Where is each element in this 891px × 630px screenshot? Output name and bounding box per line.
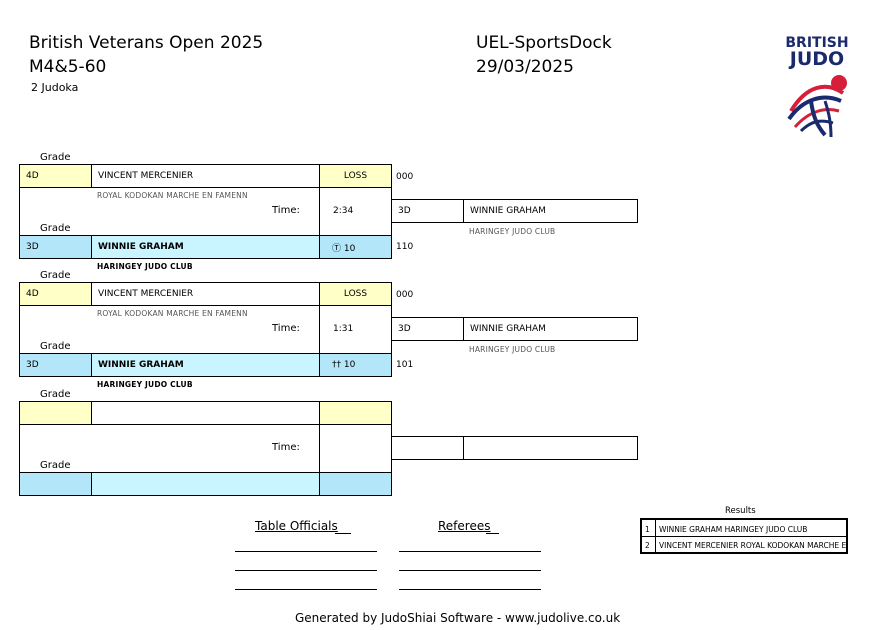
british-judo-logo: BRITISH JUDO [781,36,861,142]
white-grade: 4D [19,164,92,188]
blue-club: HARINGEY JUDO CLUB [97,262,193,271]
result-entry: VINCENT MERCENIER ROYAL KODOKAN MARCHE E… [659,540,846,550]
blue-score: 101 [396,360,414,370]
grade-label: Grade [40,460,71,471]
table-officials-heading: Table Officials [255,519,338,533]
white-score: 000 [396,172,414,182]
results-table: 1 WINNIE GRAHAM HARINGEY JUDO CLUB 2 VIN… [640,518,848,554]
winner-grade [391,436,464,460]
results-divider [642,536,846,537]
blue-grade [19,472,92,496]
heading-underline [335,533,351,534]
grade-label: Grade [40,152,71,163]
winner-grade: 3D [391,199,464,223]
white-club: ROYAL KODOKAN MARCHE EN FAMENN [97,191,248,200]
event-title: British Veterans Open 2025 [29,33,264,53]
signature-line [235,589,377,590]
grade-label: Grade [40,223,71,234]
blue-name: WINNIE GRAHAM [91,235,320,259]
winner-club: HARINGEY JUDO CLUB [469,227,556,236]
footer-text: Generated by JudoShiai Software - www.ju… [295,611,621,625]
white-score: 000 [396,290,414,300]
heading-underline [486,533,499,534]
bracket-line [319,305,320,353]
white-name [91,401,320,425]
white-grade [19,401,92,425]
signature-line [235,570,377,571]
bracket-line [319,424,320,472]
blue-status [319,472,392,496]
signature-line [399,570,541,571]
white-status [319,401,392,425]
result-rank: 1 [645,524,650,534]
signature-line [399,589,541,590]
logo-text-line1: BRITISH [785,35,849,51]
signature-line [235,551,377,552]
winner-grade: 3D [391,317,464,341]
bracket-line [319,187,320,235]
blue-status: †† 10 [319,353,392,377]
time-label: Time: [272,205,300,216]
results-divider [655,520,656,552]
grade-label: Grade [40,341,71,352]
blue-club: HARINGEY JUDO CLUB [97,380,193,389]
white-name: VINCENT MERCENIER [91,282,320,306]
competitor-count: 2 Judoka [31,81,79,94]
judoka-emblem-icon [787,75,847,138]
match-time: 2:34 [333,206,354,216]
logo-text-line2: JUDO [789,48,845,70]
venue: UEL-SportsDock [476,33,612,53]
winner-name [463,436,638,460]
bracket-line [19,305,20,353]
white-status: LOSS [319,282,392,306]
winner-name: WINNIE GRAHAM [463,199,638,223]
blue-score: 110 [396,242,414,252]
bracket-line [19,424,20,472]
white-status: LOSS [319,164,392,188]
winner-club: HARINGEY JUDO CLUB [469,345,556,354]
blue-grade: 3D [19,353,92,377]
white-grade: 4D [19,282,92,306]
result-rank: 2 [645,540,650,550]
referees-heading: Referees [438,519,491,533]
blue-name [91,472,320,496]
time-label: Time: [272,442,300,453]
white-club: ROYAL KODOKAN MARCHE EN FAMENN [97,309,248,318]
signature-line [399,551,541,552]
match-time: 1:31 [333,324,354,334]
winner-name: WINNIE GRAHAM [463,317,638,341]
grade-label: Grade [40,389,71,400]
date: 29/03/2025 [476,57,574,77]
blue-grade: 3D [19,235,92,259]
results-title: Results [725,506,756,516]
category-title: M4&5-60 [29,57,107,77]
time-label: Time: [272,323,300,334]
bracket-line [19,187,20,235]
blue-name: WINNIE GRAHAM [91,353,320,377]
white-name: VINCENT MERCENIER [91,164,320,188]
grade-label: Grade [40,270,71,281]
blue-status: Ⓣ 10 [319,235,392,259]
result-entry: WINNIE GRAHAM HARINGEY JUDO CLUB [659,524,808,534]
